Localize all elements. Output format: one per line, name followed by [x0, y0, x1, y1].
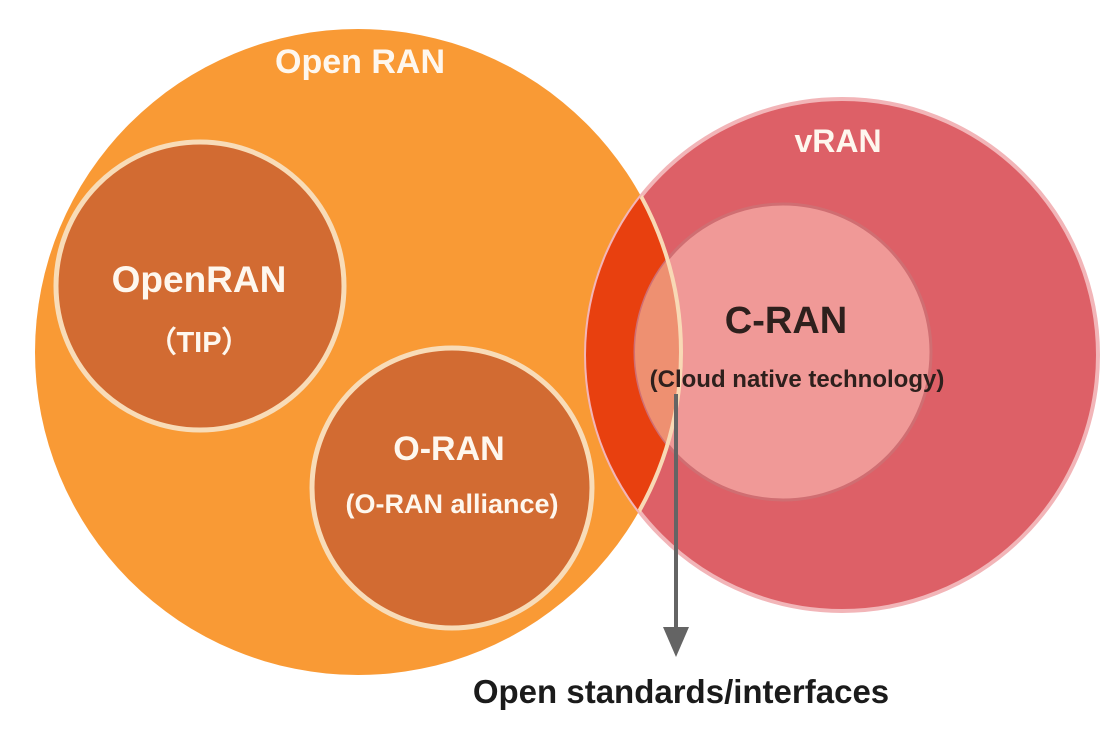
o-ran-circle	[309, 345, 595, 631]
openran-tip-label: OpenRAN	[112, 259, 287, 300]
open-ran-label: Open RAN	[275, 43, 445, 81]
open-ran-rim-arc	[586, 99, 683, 611]
openran-tip-circle	[53, 139, 347, 433]
c-ran-sublabel: (Cloud native technology)	[650, 366, 945, 393]
o-ran-label: O-RAN	[393, 430, 504, 468]
c-ran-label: C-RAN	[725, 300, 847, 342]
down-arrow-head-icon	[663, 627, 689, 657]
o-ran-sublabel: (O-RAN alliance)	[345, 489, 558, 519]
openran-tip-sublabel: （TIP）	[147, 326, 250, 359]
open-standards-annotation-label: Open standards/interfaces	[473, 673, 889, 710]
vran-label: vRAN	[794, 123, 881, 159]
